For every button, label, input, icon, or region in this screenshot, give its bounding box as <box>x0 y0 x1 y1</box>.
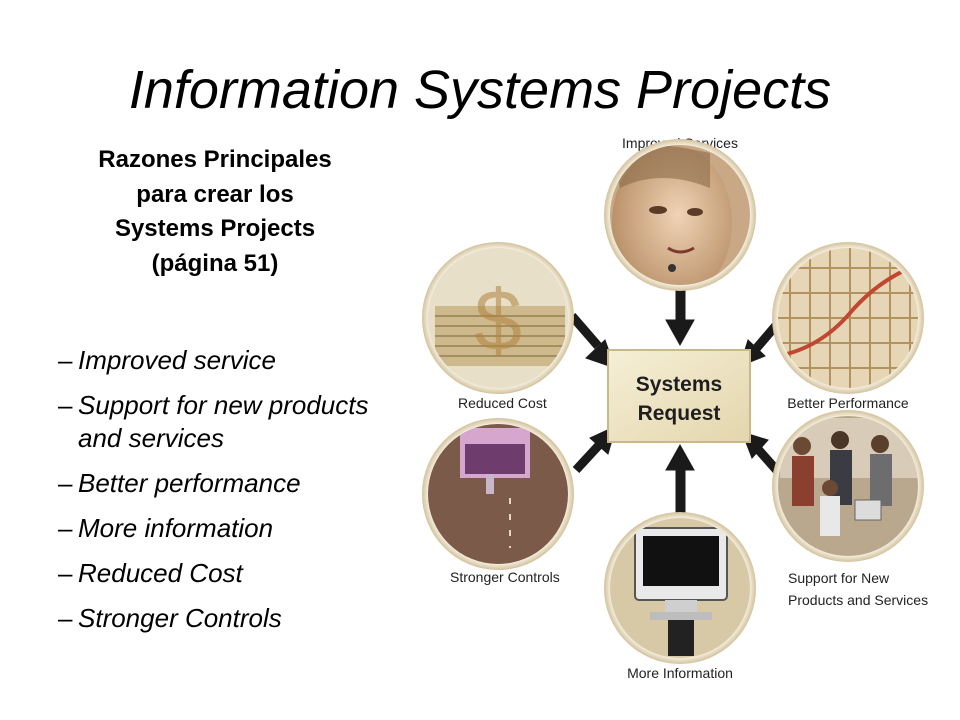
subtitle: Razones Principales para crear los Syste… <box>55 143 375 281</box>
dash-marker: – <box>58 603 73 633</box>
list-item: –Reduced Cost <box>58 557 418 590</box>
lock-icon <box>428 424 568 564</box>
reason-text: Better performance <box>78 468 301 498</box>
systems-request-diagram: Systems Request Improved Services <box>422 135 928 681</box>
node-label: Better Performance <box>787 395 909 411</box>
person-face-icon <box>610 145 750 285</box>
dash-marker: – <box>58 468 73 498</box>
node-better-performance: Better Performance <box>772 242 924 411</box>
systems-request-box: Systems Request <box>607 349 751 443</box>
subtitle-line: para crear los <box>136 180 294 208</box>
center-label-line: Systems <box>636 373 722 396</box>
node-label: Support for New <box>788 570 890 586</box>
arrow-up-icon <box>665 443 695 519</box>
dash-marker: – <box>58 558 73 588</box>
dash-marker: – <box>58 513 73 543</box>
list-item: –More information <box>58 512 418 545</box>
slide-title: Information Systems Projects <box>128 60 832 120</box>
dash-marker: – <box>58 390 73 420</box>
reason-text: More information <box>78 513 274 543</box>
node-label: Stronger Controls <box>450 569 560 585</box>
reasons-list: –Improved service –Support for new produ… <box>58 344 418 647</box>
list-item: –Better performance <box>58 467 418 500</box>
people-at-computers-icon <box>778 416 918 556</box>
performance-graph-icon <box>778 248 918 388</box>
node-label: Products and Services <box>788 592 928 608</box>
subtitle-line: Systems Projects <box>114 215 316 242</box>
computer-monitor-icon <box>610 518 750 658</box>
node-label: Reduced Cost <box>458 395 547 411</box>
list-item: –Support for new products and services <box>58 389 418 455</box>
node-reduced-cost: $ Reduced Cost <box>422 242 574 411</box>
node-label: More Information <box>627 665 733 681</box>
list-item: –Improved service <box>58 344 418 377</box>
center-label-line: Request <box>638 402 721 425</box>
svg-text:$: $ <box>474 273 522 369</box>
reason-text: Support for new products and services <box>78 390 369 453</box>
list-item: –Stronger Controls <box>58 602 418 635</box>
subtitle-line: (página 51) <box>151 249 279 277</box>
reason-text: Improved service <box>78 345 276 375</box>
node-support-new-products: Support for New Products and Services <box>772 410 928 608</box>
subtitle-line: Razones Principales <box>98 146 332 173</box>
node-stronger-controls: Stronger Controls <box>422 418 574 585</box>
dash-marker: – <box>58 345 73 375</box>
reason-text: Stronger Controls <box>78 603 282 633</box>
arrow-down-icon <box>665 282 695 347</box>
money-stack-icon: $ <box>428 248 568 388</box>
reason-text: Reduced Cost <box>78 558 243 588</box>
node-more-information: More Information <box>604 512 756 681</box>
node-improved-services: Improved Services <box>604 135 756 291</box>
